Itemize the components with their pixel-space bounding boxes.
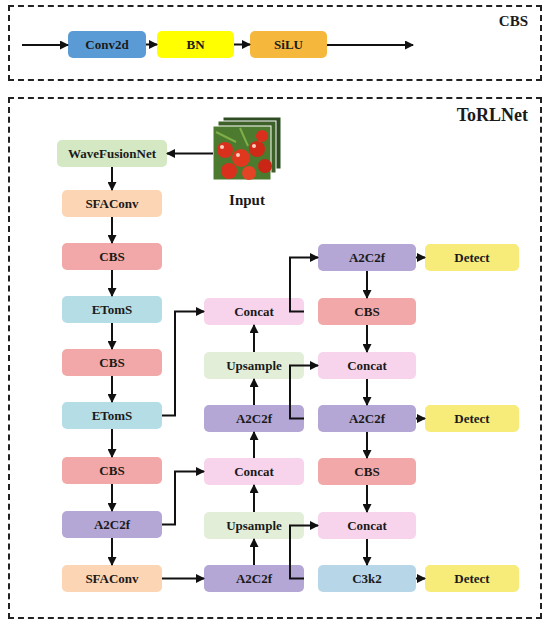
module-label: Detect <box>454 412 489 426</box>
flow-arrow <box>416 418 425 420</box>
module-label: Upsample <box>226 519 282 533</box>
module-box: Upsample <box>204 352 304 379</box>
module-label: Concat <box>234 305 274 319</box>
frame-title: CBS <box>499 13 528 30</box>
module-box: A2C2f <box>204 565 304 592</box>
input-photo <box>213 117 281 181</box>
flow-arrow <box>162 472 204 525</box>
module-label: ETomS <box>92 303 133 317</box>
module-label: A2C2f <box>236 572 272 586</box>
dashed-frame: ToRLNetInputWaveFusionNetSFAConvCBSETomS… <box>8 97 542 619</box>
flow-arrow <box>366 485 368 512</box>
module-box: CBS <box>62 457 162 484</box>
module-box: CBS <box>318 298 416 325</box>
flow-arrow <box>111 323 113 349</box>
module-label: A2C2f <box>349 412 385 426</box>
flow-arrow <box>111 429 113 457</box>
module-box: C3k2 <box>318 565 416 592</box>
module-label: Concat <box>347 519 387 533</box>
module-label: WaveFusionNet <box>68 147 156 161</box>
module-box: A2C2f <box>62 511 162 538</box>
module-box: CBS <box>62 243 162 270</box>
module-label: Concat <box>347 359 387 373</box>
module-label: C3k2 <box>352 572 382 586</box>
lead-arrow <box>22 44 68 46</box>
module-box: A2C2f <box>204 405 304 432</box>
flow-arrow <box>366 432 368 458</box>
flow-arrow <box>253 325 255 352</box>
module-box: CBS <box>62 349 162 376</box>
flow-arrow <box>253 432 255 458</box>
module-label: CBS <box>99 464 124 478</box>
flow-arrow <box>234 44 250 46</box>
module-box: SiLU <box>250 31 327 58</box>
module-label: Upsample <box>226 359 282 373</box>
flow-arrow <box>366 379 368 405</box>
lead-arrow <box>327 44 413 46</box>
module-box: SFAConv <box>62 565 162 592</box>
flow-arrow <box>111 217 113 243</box>
module-label: ETomS <box>92 409 133 423</box>
module-box: Upsample <box>204 512 304 539</box>
module-label: CBS <box>99 356 124 370</box>
module-label: Concat <box>234 465 274 479</box>
module-box: Concat <box>204 458 304 485</box>
flow-arrow <box>167 153 213 155</box>
module-label: SFAConv <box>85 197 138 211</box>
flow-arrow <box>111 376 113 402</box>
flow-arrow <box>253 539 255 565</box>
flow-arrow <box>146 44 157 46</box>
flow-arrow <box>366 539 368 565</box>
frame-title: ToRLNet <box>457 105 528 126</box>
module-label: Detect <box>454 251 489 265</box>
module-label: Detect <box>454 572 489 586</box>
module-label: Conv2d <box>85 38 128 52</box>
flow-arrow <box>253 379 255 405</box>
input-image: Input <box>213 117 281 209</box>
module-label: SFAConv <box>85 572 138 586</box>
module-box: A2C2f <box>318 244 416 271</box>
module-label: SiLU <box>274 38 303 52</box>
module-label: BN <box>186 38 204 52</box>
module-label: A2C2f <box>94 518 130 532</box>
module-label: A2C2f <box>236 412 272 426</box>
module-box: Concat <box>204 298 304 325</box>
module-box: Detect <box>425 405 519 432</box>
module-box: ETomS <box>62 402 162 429</box>
flow-arrow <box>253 485 255 512</box>
flow-arrow <box>111 538 113 565</box>
module-box: A2C2f <box>318 405 416 432</box>
module-box: BN <box>157 31 234 58</box>
module-box: Conv2d <box>68 31 146 58</box>
flow-arrow <box>162 312 204 416</box>
module-label: CBS <box>354 465 379 479</box>
module-box: Concat <box>318 352 416 379</box>
flow-arrow <box>111 484 113 511</box>
module-box: WaveFusionNet <box>57 140 167 167</box>
flow-arrow <box>162 578 204 580</box>
module-box: Detect <box>425 565 519 592</box>
module-box: Concat <box>318 512 416 539</box>
module-box: SFAConv <box>62 190 162 217</box>
flow-arrow <box>111 270 113 296</box>
module-label: CBS <box>354 305 379 319</box>
input-label: Input <box>213 192 281 209</box>
module-box: CBS <box>318 458 416 485</box>
module-label: A2C2f <box>349 251 385 265</box>
module-label: CBS <box>99 250 124 264</box>
flow-arrow <box>416 578 425 580</box>
flow-arrow <box>416 257 425 259</box>
flow-arrow <box>366 325 368 352</box>
module-box: Detect <box>425 244 519 271</box>
flow-arrow <box>366 271 368 298</box>
dashed-frame: CBS Conv2d BN SiLU <box>8 5 542 81</box>
flow-arrow <box>111 167 113 190</box>
module-box: ETomS <box>62 296 162 323</box>
